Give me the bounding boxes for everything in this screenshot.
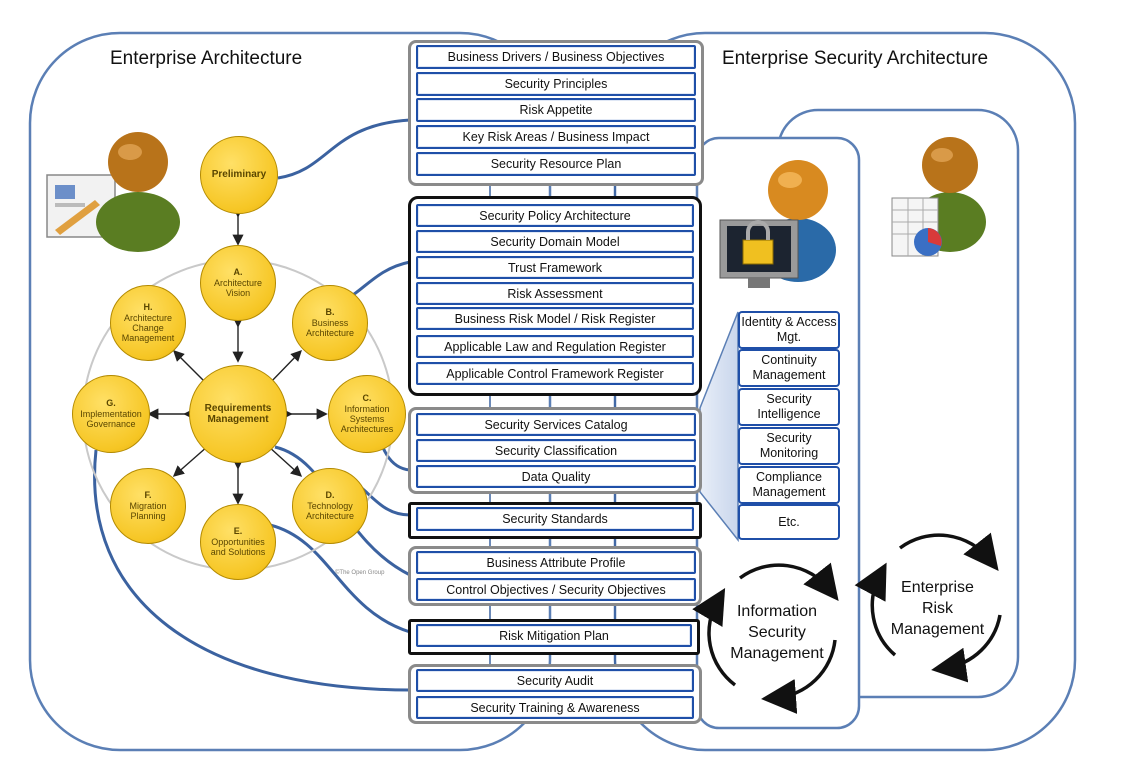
item-business-risk-model: Business Risk Model / Risk Register [416,307,694,330]
adm-node-requirements: Requirements Management [189,365,287,463]
item-security-audit: Security Audit [416,669,694,692]
adm-node-e: E. Opportunities and Solutions [200,504,276,580]
item-security-classification: Security Classification [416,439,696,462]
service-identity-access: Identity & Access Mgt. [738,311,840,349]
item-trust-framework: Trust Framework [416,256,694,279]
item-key-risk-areas: Key Risk Areas / Business Impact [416,125,696,149]
ism-cycle-arrows [692,562,839,714]
adm-node-label: Migration Planning [129,500,167,522]
item-security-training: Security Training & Awareness [416,696,694,719]
adm-node-c: C. Information Systems Architectures [328,375,406,453]
adm-copyright: ©The Open Group [335,570,385,576]
item-business-attribute-profile: Business Attribute Profile [416,551,696,574]
adm-node-label: Requirements Management [204,402,272,426]
item-data-quality: Data Quality [416,465,696,488]
spine-lines [489,184,616,665]
erm-cycle-label: Enterprise Risk Management [890,579,985,638]
adm-node-g: G. Implementation Governance [72,375,150,453]
item-security-standards: Security Standards [416,507,694,531]
adm-node-label: Implementation Governance [80,408,142,430]
adm-node-d: D. Technology Architecture [292,468,368,544]
adm-node-code: A. [233,267,243,278]
item-security-principles: Security Principles [416,72,696,96]
adm-node-code: G. [106,398,116,409]
adm-node-f: F. Migration Planning [110,468,186,544]
adm-node-code: B. [325,307,335,318]
adm-node-code: H. [143,302,153,313]
adm-node-label: Technology Architecture [305,500,355,522]
service-compliance: Compliance Management [738,466,840,504]
security-person-icon [719,160,836,288]
item-security-resource-plan: Security Resource Plan [416,152,696,176]
adm-node-preliminary: Preliminary [200,136,278,214]
esa-title: Enterprise Security Architecture [722,48,989,69]
item-risk-assessment: Risk Assessment [416,282,694,305]
adm-node-b: B. Business Architecture [292,285,368,361]
item-risk-appetite: Risk Appetite [416,98,696,122]
architect-person-icon [46,132,180,252]
item-security-services-catalog: Security Services Catalog [416,413,696,436]
item-law-regulation-register: Applicable Law and Regulation Register [416,335,694,358]
item-control-objectives: Control Objectives / Security Objectives [416,578,696,601]
item-security-domain-model: Security Domain Model [416,230,694,253]
service-etc: Etc. [738,504,840,540]
adm-node-label: Architecture Vision [213,277,263,299]
adm-node-label: Business Architecture [305,317,355,339]
adm-node-code: C. [362,393,372,404]
item-control-framework-register: Applicable Control Framework Register [416,362,694,385]
adm-node-label: Information Systems Architectures [340,403,394,435]
adm-node-h: H. Architecture Change Management [110,285,186,361]
ism-cycle-label: Information Security Management [730,603,824,662]
service-continuity: Continuity Management [738,349,840,387]
service-intelligence: Security Intelligence [738,388,840,426]
adm-node-code: F. [144,490,152,501]
item-business-drivers: Business Drivers / Business Objectives [416,45,696,69]
adm-node-label: Opportunities and Solutions [210,536,266,558]
ea-title: Enterprise Architecture [110,48,303,69]
adm-node-code: D. [325,490,335,501]
item-risk-mitigation-plan: Risk Mitigation Plan [416,624,692,647]
spreadsheet-icon [891,197,942,257]
adm-node-label: Architecture Change Management [121,312,175,344]
erm-cycle-arrows [854,532,1002,683]
service-monitoring: Security Monitoring [738,427,840,465]
adm-node-label: Preliminary [211,169,267,181]
adm-node-a: A. Architecture Vision [200,245,276,321]
lock-icon [742,220,774,265]
item-security-policy-architecture: Security Policy Architecture [416,204,694,227]
adm-node-code: E. [233,526,243,537]
